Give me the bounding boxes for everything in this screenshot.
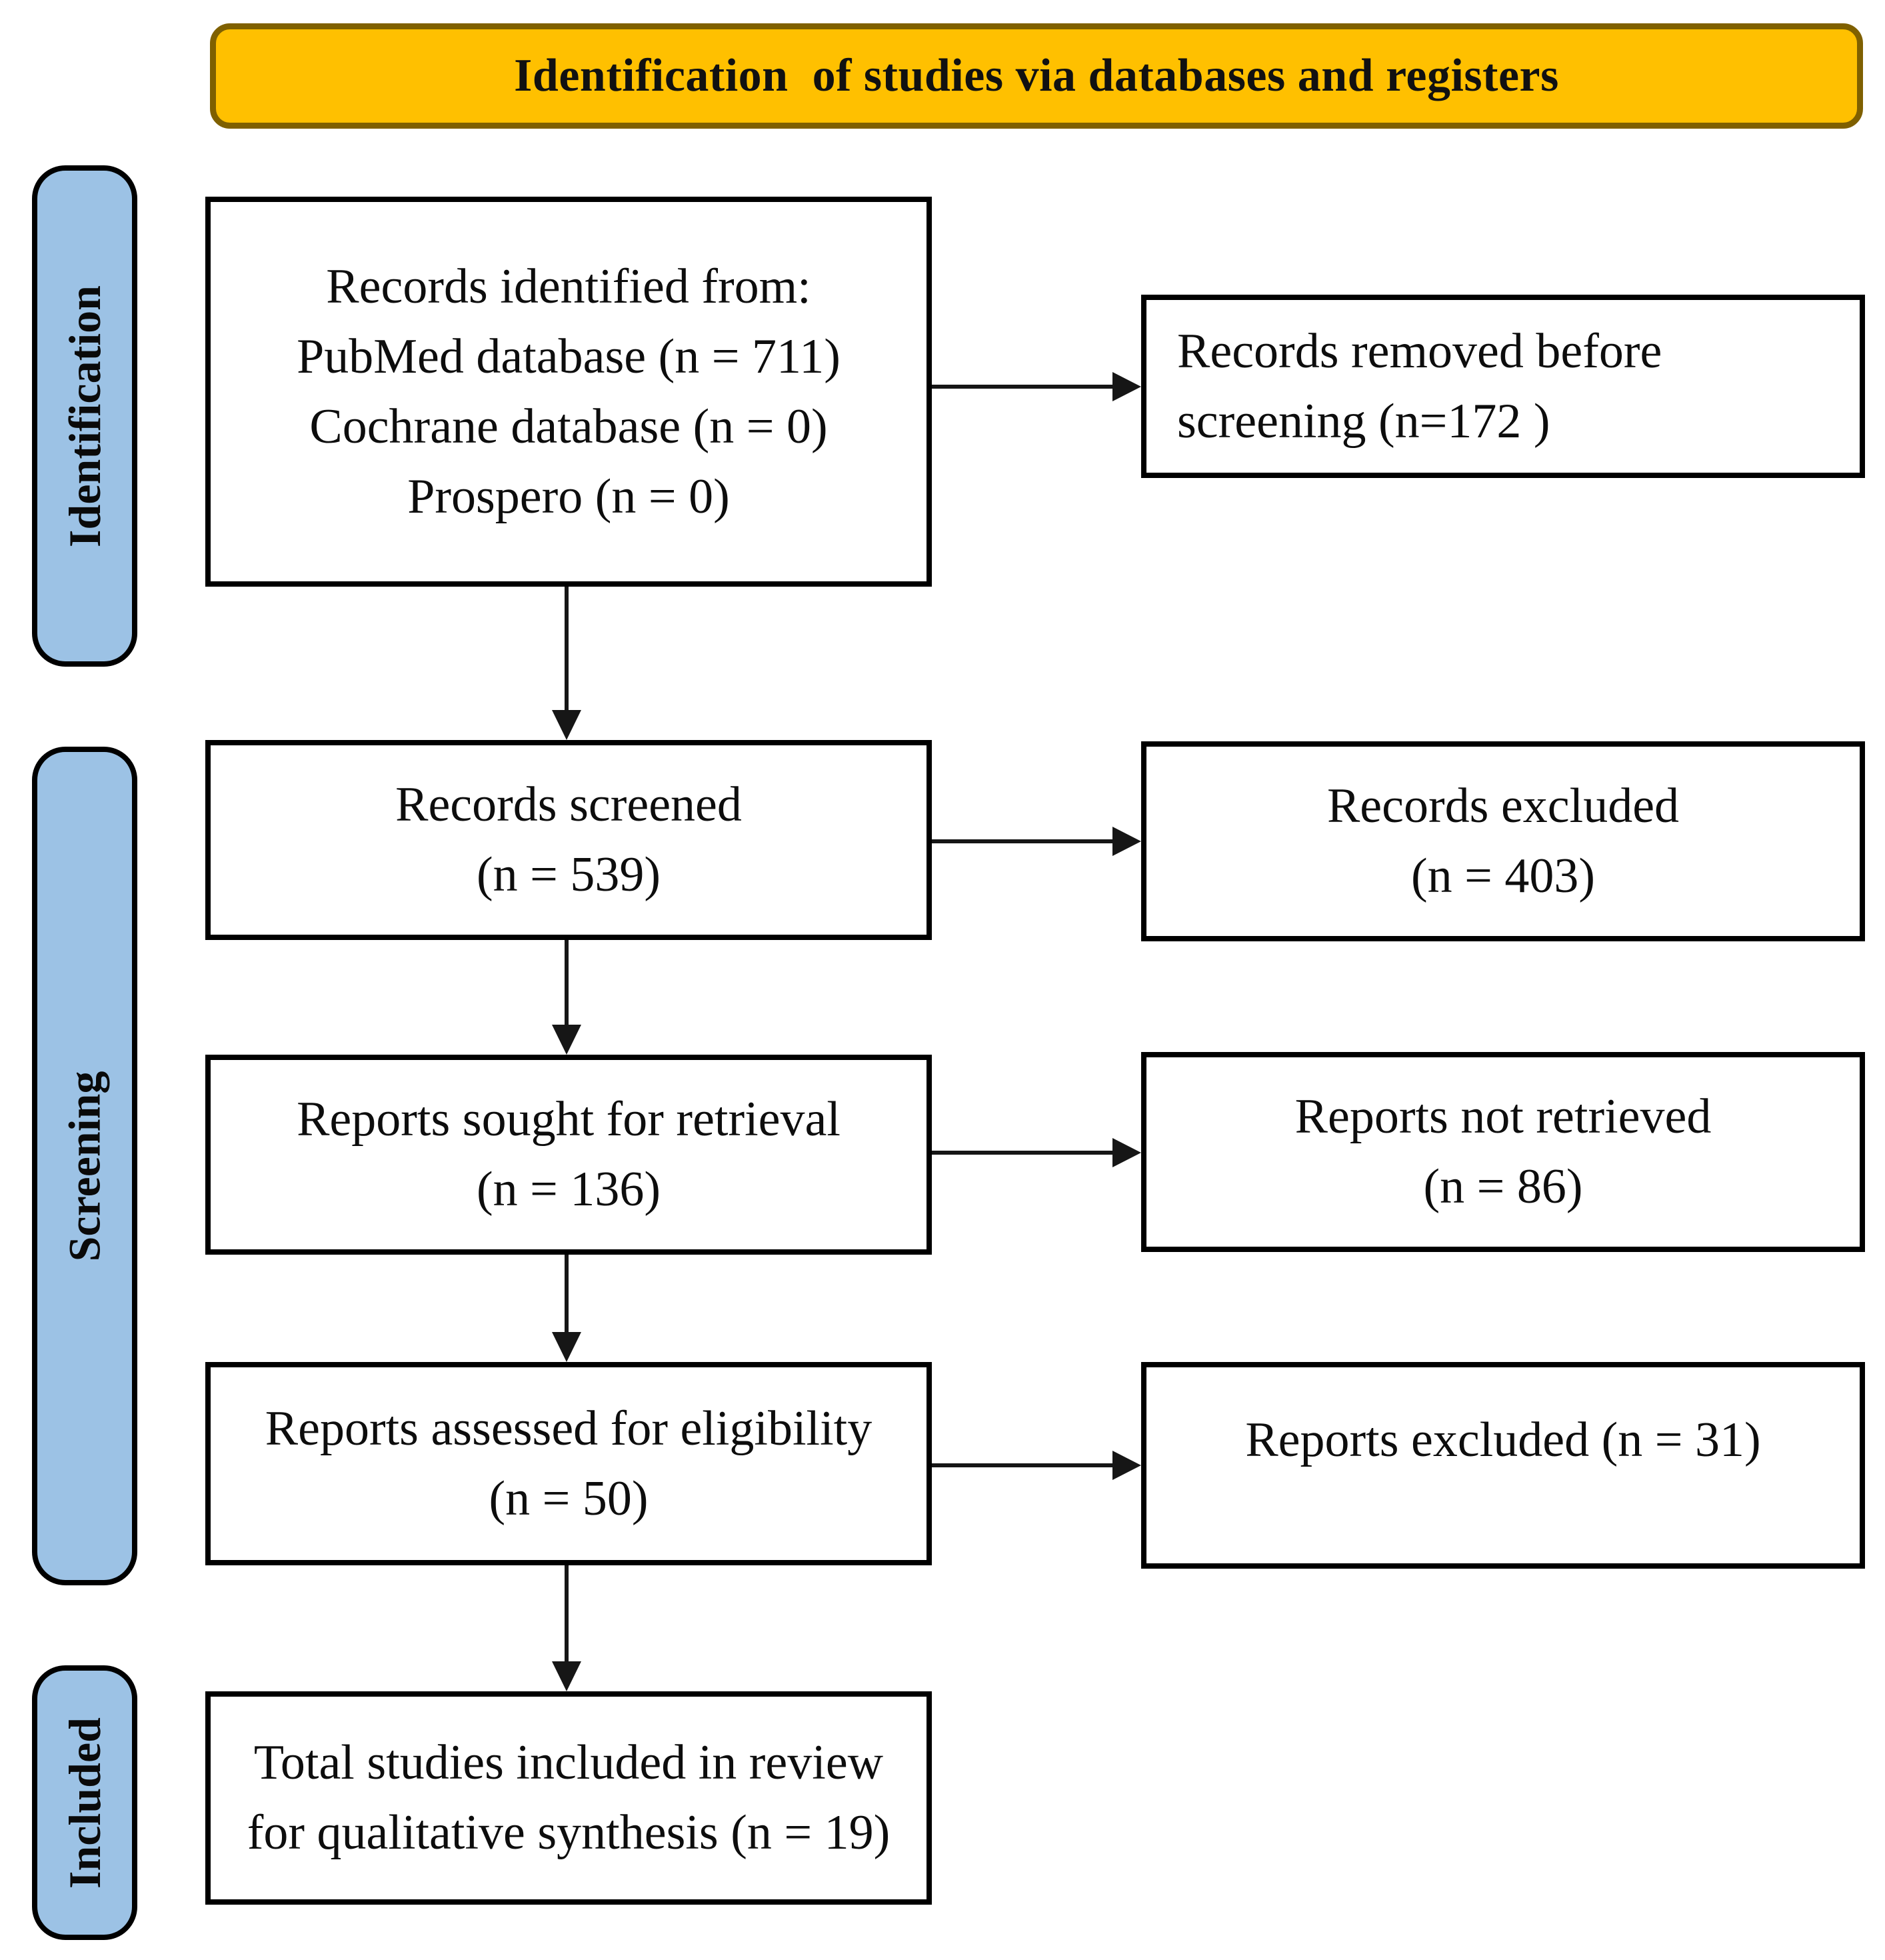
arrow-right-identified-to-removed [932, 372, 1141, 401]
arrow-head-icon [1112, 827, 1141, 856]
flow-box-records-excluded: Records excluded (n = 403) [1141, 741, 1865, 941]
flow-box-text-line: Prospero (n = 0) [407, 469, 730, 524]
arrow-shaft [565, 587, 569, 712]
arrow-head-icon [1112, 1138, 1141, 1167]
arrow-right-screened-to-excluded [932, 827, 1141, 856]
arrow-down-assessed-to-included [552, 1565, 581, 1691]
flow-box-text-line: Records identified from: [326, 259, 811, 314]
flow-box-text-line: (n = 403) [1410, 849, 1596, 903]
arrow-head-icon [552, 1661, 581, 1691]
stage-identification: Identification [32, 165, 137, 667]
arrow-head-icon [552, 710, 581, 740]
arrow-shaft [932, 839, 1114, 843]
flow-box-text-line: Reports sought for retrieval [297, 1092, 841, 1147]
arrow-shaft [932, 385, 1114, 389]
flow-box-text-line: Total studies included in review [253, 1735, 884, 1790]
flow-box-reports-excluded: Reports excluded (n = 31) [1141, 1362, 1865, 1569]
flow-box-text-line: Reports assessed for eligibility [265, 1401, 873, 1456]
arrow-right-sought-to-not-retrieved [932, 1138, 1141, 1167]
arrow-shaft [565, 1255, 569, 1334]
flow-box-reports-assessed: Reports assessed for eligibility (n = 50… [205, 1362, 932, 1565]
arrow-head-icon [552, 1332, 581, 1362]
flow-box-text-line: Reports not retrieved [1294, 1089, 1712, 1144]
stage-included: Included [32, 1665, 137, 1940]
flow-box-reports-sought: Reports sought for retrieval (n = 136) [205, 1055, 932, 1255]
arrow-down-screened-to-sought [552, 940, 581, 1055]
flow-box-text-line: for qualitative synthesis (n = 19) [247, 1805, 891, 1860]
stage-identification-label: Identification [59, 285, 110, 547]
flow-box-text-line: Records removed before [1177, 323, 1662, 379]
header-banner: Identification of studies via databases … [210, 23, 1863, 129]
arrow-shaft [932, 1151, 1114, 1155]
flow-box-text-line: (n = 86) [1423, 1159, 1583, 1214]
arrow-head-icon [552, 1025, 581, 1055]
stage-screening-label: Screening [59, 1071, 110, 1261]
flow-box-studies-included: Total studies included in review for qua… [205, 1691, 932, 1905]
arrow-shaft [565, 1565, 569, 1663]
flow-box-text-line: (n = 539) [476, 847, 661, 902]
arrow-down-identified-to-screened [552, 587, 581, 740]
flow-box-reports-not-retrieved: Reports not retrieved (n = 86) [1141, 1052, 1865, 1252]
arrow-right-assessed-to-excluded [932, 1451, 1141, 1480]
arrow-down-sought-to-assessed [552, 1255, 581, 1362]
stage-included-label: Included [59, 1717, 110, 1889]
arrow-shaft [932, 1463, 1114, 1467]
flow-box-text-line: (n = 136) [476, 1162, 661, 1217]
flow-box-records-removed: Records removed before screening (n=172 … [1141, 295, 1865, 478]
flow-box-text-line: (n = 50) [489, 1471, 649, 1526]
flow-box-text-line: screening (n=172 ) [1177, 393, 1550, 449]
flow-box-text-line: Reports excluded (n = 31) [1245, 1412, 1761, 1467]
arrow-head-icon [1112, 372, 1141, 401]
flow-box-records-identified: Records identified from: PubMed database… [205, 197, 932, 587]
arrow-shaft [565, 940, 569, 1027]
flow-box-text-line: PubMed database (n = 711) [297, 329, 841, 384]
flow-box-text-line: Cochrane database (n = 0) [309, 399, 828, 454]
header-title: Identification of studies via databases … [514, 50, 1559, 101]
flow-box-text-line: Records screened [395, 777, 742, 832]
flow-box-text-line: Records excluded [1326, 779, 1680, 833]
stage-screening: Screening [32, 747, 137, 1585]
arrow-head-icon [1112, 1451, 1141, 1480]
flow-box-records-screened: Records screened (n = 539) [205, 740, 932, 940]
